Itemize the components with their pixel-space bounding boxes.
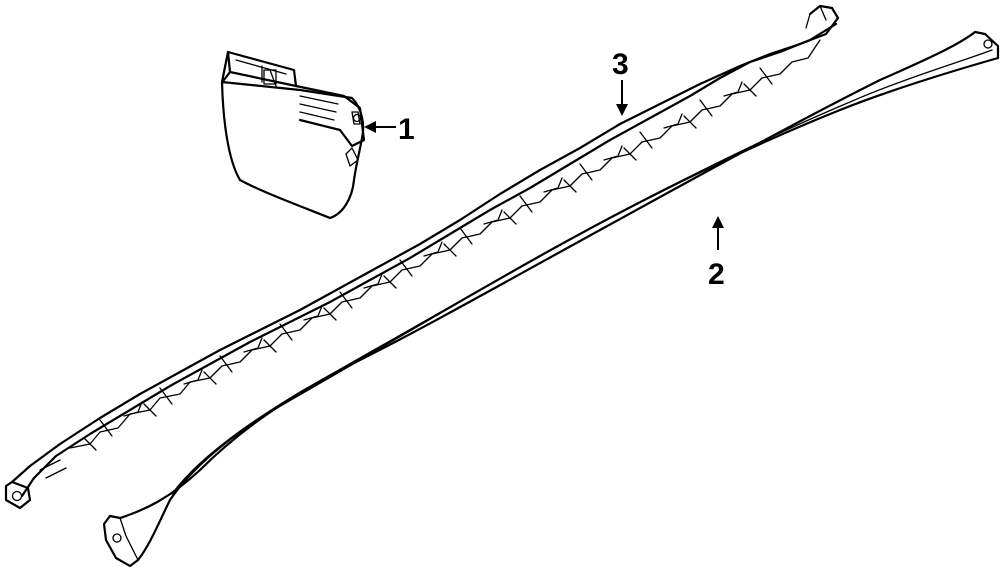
arrowhead-icon [364, 121, 376, 133]
callout-label-2: 2 [708, 258, 725, 291]
arrowhead-icon [712, 216, 724, 228]
callout-label-3: 3 [612, 48, 629, 81]
callout-label-1: 1 [398, 113, 415, 146]
callout-2: 2 [708, 216, 725, 291]
arrowhead-icon [616, 104, 628, 116]
part-2-rocker-molding [102, 30, 1000, 567]
callout-3: 3 [612, 48, 629, 116]
part-3-reinforcement-rail [4, 4, 840, 510]
part-1-mud-flap [220, 50, 366, 220]
callout-1: 1 [364, 113, 415, 146]
